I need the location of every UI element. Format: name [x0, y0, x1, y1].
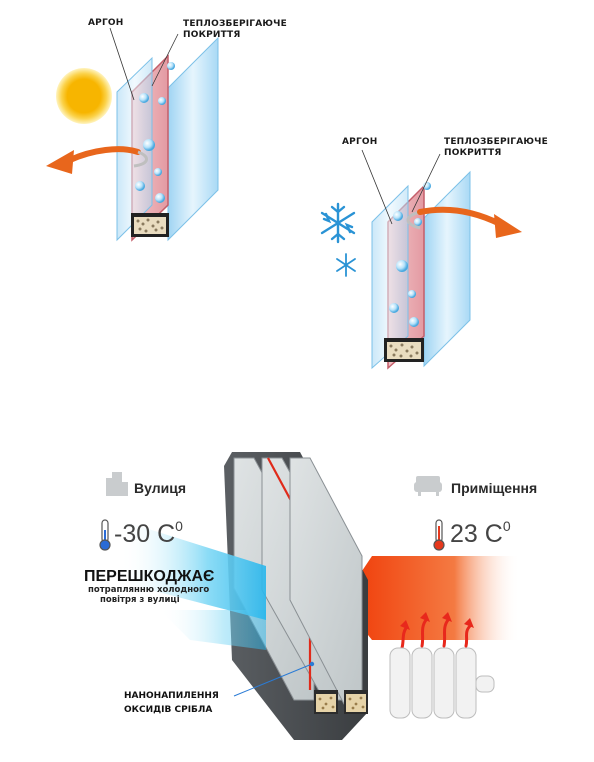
cold-air-flow	[120, 520, 266, 620]
outside-temperature: -30 С0	[114, 518, 183, 548]
radiator	[389, 647, 495, 719]
summer-unit	[46, 27, 219, 242]
inside-label: Приміщення	[451, 480, 538, 496]
winter-back-pane	[423, 170, 471, 368]
outside-label: Вулиця	[134, 480, 186, 496]
blocks-cold-line1: потраплянню холодного	[88, 585, 210, 595]
nano-coating-line1: НАНОНАПИЛЕННЯ	[124, 691, 219, 701]
window-section	[120, 452, 520, 740]
summer-heat-arrow	[67, 146, 141, 163]
winter-argon-label: АРГОН	[342, 137, 378, 147]
snowflake-small-icon	[336, 253, 356, 277]
summer-coating-label-line1: ТЕПЛОЗБЕРІГАЮЧЕ	[183, 19, 287, 29]
sofa-icon	[414, 476, 442, 496]
thermometer-warm-icon	[433, 519, 445, 551]
nano-coating-line2: ОКСИДІВ СРІБЛА	[124, 705, 213, 715]
summer-coating-label-line2: ПОКРИТТЯ	[183, 30, 241, 40]
summer-argon-bubbles	[135, 62, 175, 203]
summer-argon-label: АРГОН	[88, 18, 124, 28]
winter-unit	[320, 149, 522, 370]
summer-back-pane	[167, 36, 219, 242]
thermometer-cold-icon	[99, 519, 111, 551]
warm-air-flow	[356, 556, 520, 640]
snowflake-icon	[320, 202, 356, 244]
heat-arrows	[400, 618, 472, 650]
inside-temperature: 23 С0	[450, 518, 511, 548]
blocks-cold-line2: повітря з вулиці	[100, 595, 180, 605]
winter-coating-label-line2: ПОКРИТТЯ	[444, 148, 502, 158]
building-icon	[106, 472, 128, 496]
winter-heat-arrow	[417, 206, 503, 227]
winter-argon-bubbles	[389, 182, 431, 327]
blocks-cold-title: ПЕРЕШКОДЖАЄ	[84, 568, 215, 585]
winter-coating-label-line1: ТЕПЛОЗБЕРІГАЮЧЕ	[444, 137, 548, 147]
winter-front-pane	[371, 184, 409, 370]
sun-icon	[56, 68, 112, 124]
